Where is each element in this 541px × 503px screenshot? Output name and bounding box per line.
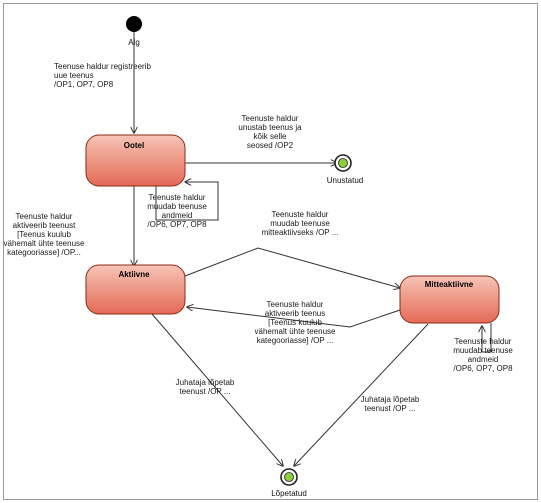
label-mitte-self: Teenuste haldur muudab teenuse andmeid /… <box>453 337 513 373</box>
state-name-ootel: Ootel <box>123 141 145 150</box>
final-node-lopetatud-label: Lõpetatud <box>271 489 307 498</box>
state-name-mitteaktiivne: Mitteaktiivne <box>424 280 474 289</box>
final-node-lopetatud <box>280 468 298 486</box>
edge-end-mitte <box>294 323 429 466</box>
label-end-aktiivne: Juhataja lõpetab teenust /OP ... <box>175 378 235 396</box>
label-end-mitte: Juhataja lõpetab teenust /OP ... <box>360 395 420 413</box>
label-register: Teenuse haldur registreerib uue teenus /… <box>54 62 151 89</box>
edge-end-aktiivne <box>151 313 283 466</box>
diagram-frame <box>3 3 538 500</box>
edge-deactivate <box>184 247 400 288</box>
state-mitteaktiivne <box>399 275 500 324</box>
final-node-unustatud <box>334 154 352 172</box>
edge-mitte-self <box>482 323 492 353</box>
final-node-unustatud-label: Unustatud <box>326 176 364 185</box>
label-reactivate: Teenuste haldur aktiveerib teenus [Teenu… <box>254 300 336 345</box>
label-deactivate: Teenuste haldur muudab teenuse mitteakti… <box>261 210 339 237</box>
initial-node <box>126 16 142 32</box>
transitions <box>134 32 492 466</box>
label-ootel-self: Teenuste haldur muudab teenuse andmeid /… <box>147 193 207 229</box>
initial-node-label: Alg <box>128 38 140 47</box>
label-forget: Teenuste haldur unustab teenus ja kõik s… <box>238 114 302 150</box>
label-activate-ootel: Teenuste haldur aktiveerib teenust [Teen… <box>3 212 85 257</box>
edge-reactivate <box>187 307 401 328</box>
state-ootel <box>85 134 186 187</box>
state-name-aktiivne: Aktiivne <box>118 270 150 279</box>
state-aktiivne <box>85 264 186 315</box>
edge-ootel-self <box>155 182 219 221</box>
